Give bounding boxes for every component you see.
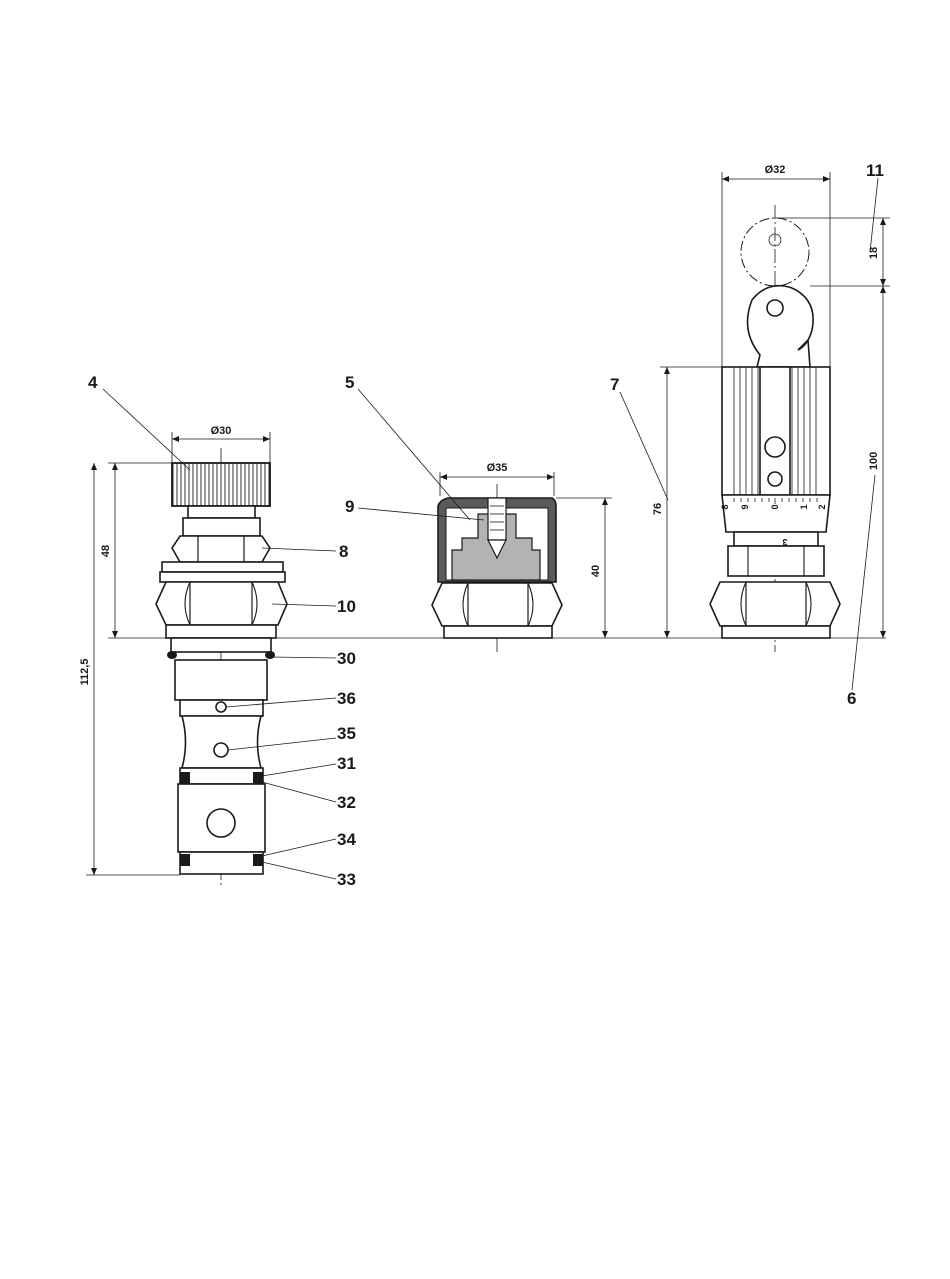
- neck-section: [182, 716, 261, 768]
- lever-arm: [748, 286, 814, 367]
- scale-mark-0: 0: [770, 504, 780, 509]
- dim-height-40: 40: [590, 565, 602, 577]
- dim-cap-diameter: Ø35: [487, 462, 508, 474]
- callout-11: 11: [866, 161, 884, 180]
- valve-knob-assembly: [156, 448, 287, 888]
- scale-dial: [722, 495, 830, 532]
- dim-height-76: 76: [652, 503, 664, 515]
- scale-mark-8: 8: [720, 504, 730, 509]
- valve-cap-assembly: [432, 484, 562, 652]
- callout-34: 34: [337, 830, 356, 849]
- valve-lever-assembly: [710, 205, 840, 652]
- scale-mark-9: 9: [740, 504, 750, 509]
- callout-31: 31: [337, 754, 356, 773]
- callout-35: 35: [337, 724, 356, 743]
- callout-36: 36: [337, 689, 356, 708]
- o-ring-30-left: [167, 651, 177, 659]
- callout-30: 30: [337, 649, 356, 668]
- lever-hex-nut: [710, 582, 840, 626]
- callout-5: 5: [345, 373, 354, 392]
- callout-9: 9: [345, 497, 354, 516]
- dim-lever-diameter: Ø32: [765, 164, 786, 176]
- knurled-knob: [172, 463, 270, 506]
- callout-32: 32: [337, 793, 356, 812]
- scale-mark-1: 1: [799, 504, 809, 509]
- collar-mark: 3: [782, 537, 787, 547]
- upper-hex-nut: [172, 536, 270, 562]
- dim-height-48: 48: [100, 545, 112, 557]
- callout-8: 8: [339, 542, 348, 561]
- scale-mark-2: 2: [817, 504, 827, 509]
- large-hex-nut: [156, 582, 287, 625]
- callout-4: 4: [88, 373, 98, 392]
- callout-10: 10: [337, 597, 356, 616]
- callout-7: 7: [610, 375, 619, 394]
- callout-33: 33: [337, 870, 356, 889]
- dim-height-18: 18: [868, 247, 880, 259]
- cap-hex-nut: [432, 583, 562, 626]
- callout-6: 6: [847, 689, 856, 708]
- dim-height-112: 112,5: [79, 659, 91, 686]
- dim-knob-diameter: Ø30: [211, 425, 232, 437]
- o-ring-30-right: [265, 651, 275, 659]
- dim-height-100: 100: [868, 452, 880, 470]
